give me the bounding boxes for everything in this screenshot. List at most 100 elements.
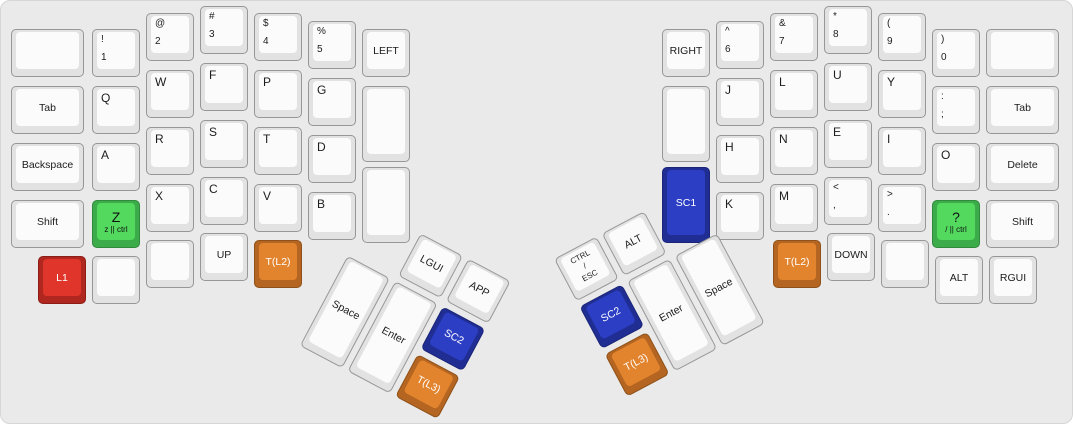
key-i[interactable]: I <box>878 127 926 175</box>
key-0[interactable]: )0 <box>932 29 980 77</box>
key-down-arrow[interactable]: DOWN <box>827 233 875 281</box>
key-period[interactable]: >. <box>878 184 926 232</box>
key-e-face: E <box>829 123 867 160</box>
key-blank-l-top-outer-face <box>16 32 79 69</box>
key-tab-left[interactable]: Tab <box>11 86 84 134</box>
key-semicolon[interactable]: :; <box>932 86 980 134</box>
key-blank-r-inner-top[interactable] <box>662 86 710 162</box>
key-u[interactable]: U <box>824 63 872 111</box>
key-r[interactable]: R <box>146 127 194 175</box>
key-backspace-label-0: Backspace <box>21 158 74 171</box>
key-c[interactable]: C <box>200 177 248 225</box>
key-blank-l-inner-top[interactable] <box>362 86 410 162</box>
key-m-face: M <box>775 187 813 224</box>
key-t[interactable]: T <box>254 127 302 175</box>
key-enter-right-label-0: Enter <box>657 301 685 325</box>
key-blank-l-inner-bottom[interactable] <box>362 167 410 243</box>
key-comma[interactable]: <, <box>824 177 872 225</box>
key-ctrl-esc-label-2: ESC <box>580 267 600 284</box>
key-w[interactable]: W <box>146 70 194 118</box>
key-s[interactable]: S <box>200 120 248 168</box>
key-down-arrow-label-0: DOWN <box>834 248 868 261</box>
key-l1[interactable]: L1 <box>38 256 86 304</box>
key-lgui-face: LGUI <box>406 238 458 289</box>
key-m[interactable]: M <box>770 184 818 232</box>
key-9[interactable]: (9 <box>878 13 926 61</box>
key-ctrl-esc-face: CTRL/ESC <box>559 241 611 292</box>
key-n[interactable]: N <box>770 127 818 175</box>
key-6[interactable]: ^6 <box>716 21 764 69</box>
key-x[interactable]: X <box>146 184 194 232</box>
key-tab-right[interactable]: Tab <box>986 86 1059 134</box>
key-l-label-0: L <box>779 75 786 89</box>
key-b-face: B <box>313 195 351 232</box>
key-lgui-label-0: LGUI <box>418 252 446 275</box>
key-rgui-label-0: RGUI <box>999 271 1027 284</box>
key-k[interactable]: K <box>716 192 764 240</box>
key-shift-left[interactable]: Shift <box>11 200 84 248</box>
key-backspace[interactable]: Backspace <box>11 143 84 191</box>
key-m-label-0: M <box>779 189 789 203</box>
key-t-l2-right[interactable]: T(L2) <box>773 240 821 288</box>
key-2[interactable]: @2 <box>146 13 194 61</box>
key-6-face: ^6 <box>721 24 759 61</box>
key-d[interactable]: D <box>308 135 356 183</box>
key-k-label-0: K <box>725 197 734 211</box>
key-f-face: F <box>205 66 243 103</box>
key-blank-r-bottom-face <box>886 243 924 280</box>
key-b[interactable]: B <box>308 192 356 240</box>
key-d-face: D <box>313 138 351 175</box>
key-5[interactable]: %5 <box>308 21 356 69</box>
key-9-label-0: ( <box>887 18 891 29</box>
key-q-label-0: Q <box>101 91 111 105</box>
key-v[interactable]: V <box>254 184 302 232</box>
key-a[interactable]: A <box>92 143 140 191</box>
key-s-face: S <box>205 123 243 160</box>
key-1[interactable]: !1 <box>92 29 140 77</box>
key-left-arrow[interactable]: LEFT <box>362 29 410 77</box>
key-y-label-0: Y <box>887 75 896 89</box>
key-f[interactable]: F <box>200 63 248 111</box>
key-7[interactable]: &7 <box>770 13 818 61</box>
key-shift-right[interactable]: Shift <box>986 200 1059 248</box>
key-8[interactable]: *8 <box>824 6 872 54</box>
key-h[interactable]: H <box>716 135 764 183</box>
key-y[interactable]: Y <box>878 70 926 118</box>
key-o-label-0: O <box>941 148 951 162</box>
key-1-label-0: ! <box>101 34 104 45</box>
key-p[interactable]: P <box>254 70 302 118</box>
key-blank-r-bottom[interactable] <box>881 240 929 288</box>
key-blank-r-top-outer[interactable] <box>986 29 1059 77</box>
key-g[interactable]: G <box>308 78 356 126</box>
key-blank-l-bottom-2[interactable] <box>146 240 194 288</box>
key-slash-ctrl[interactable]: ?/ || ctrl <box>932 200 980 248</box>
key-n-label-0: N <box>779 132 788 146</box>
key-blank-l-bottom-2-face <box>151 243 189 280</box>
key-q[interactable]: Q <box>92 86 140 134</box>
key-c-face: C <box>205 180 243 217</box>
key-e[interactable]: E <box>824 120 872 168</box>
key-alt-thumb-face: ALT <box>607 216 659 267</box>
key-sc2-right-label-0: SC2 <box>598 304 623 325</box>
key-o[interactable]: O <box>932 143 980 191</box>
key-t-l2-left[interactable]: T(L2) <box>254 240 302 288</box>
key-ctrl-esc-label-0: CTRL <box>568 248 592 266</box>
key-7-face: &7 <box>775 16 813 53</box>
key-blank-l-top-outer[interactable] <box>11 29 84 77</box>
key-delete[interactable]: Delete <box>986 143 1059 191</box>
key-blank-l-inner-bottom-face <box>367 170 405 235</box>
key-l[interactable]: L <box>770 70 818 118</box>
key-alt-right[interactable]: ALT <box>935 256 983 304</box>
key-blank-l-bottom-1[interactable] <box>92 256 140 304</box>
key-i-face: I <box>883 130 921 167</box>
key-sc1[interactable]: SC1 <box>662 167 710 243</box>
key-3[interactable]: #3 <box>200 6 248 54</box>
key-rgui[interactable]: RGUI <box>989 256 1037 304</box>
key-4[interactable]: $4 <box>254 13 302 61</box>
key-right-arrow[interactable]: RIGHT <box>662 29 710 77</box>
key-alt-right-label-0: ALT <box>949 271 969 284</box>
key-up-arrow[interactable]: UP <box>200 233 248 281</box>
key-j[interactable]: J <box>716 78 764 126</box>
key-g-label-0: G <box>317 83 327 97</box>
